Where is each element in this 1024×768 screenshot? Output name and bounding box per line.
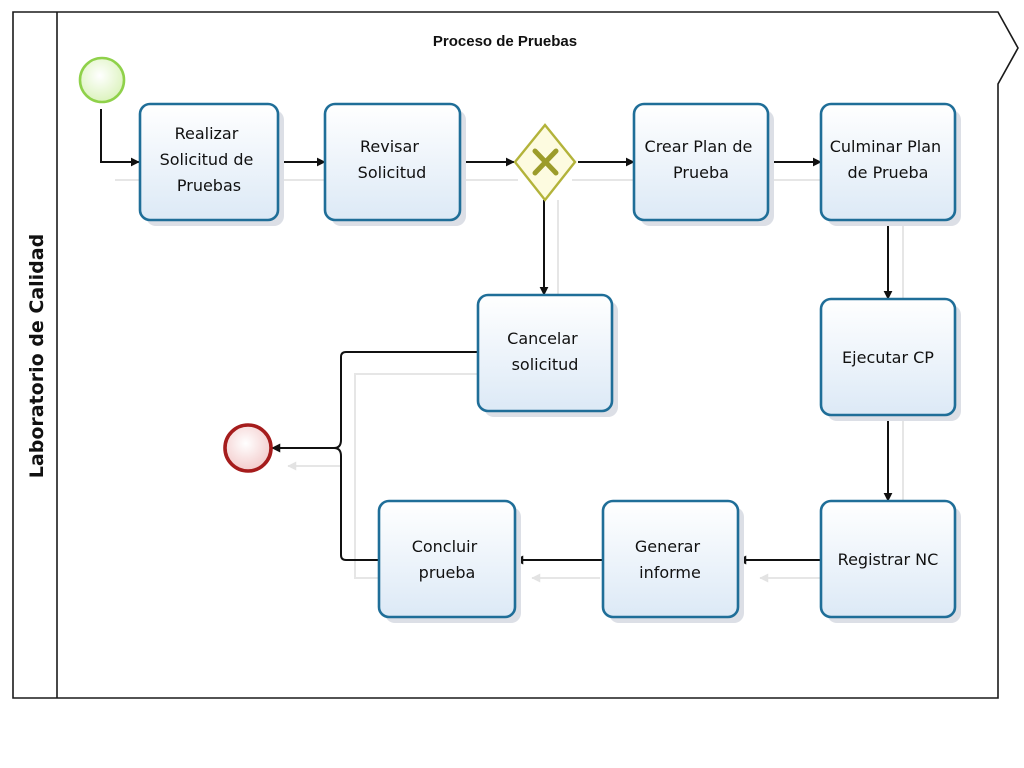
task-label-line: Revisar — [360, 137, 419, 156]
task-label-line: Crear Plan de — [645, 137, 753, 156]
task-registrar-nc[interactable]: Registrar NC — [819, 499, 961, 623]
task-realizar-solicitud[interactable]: Realizar Solicitud de Pruebas — [138, 102, 284, 226]
task-label-line: Registrar NC — [838, 550, 939, 569]
task-label-line: Generar — [635, 537, 701, 556]
task-revisar-solicitud[interactable]: Revisar Solicitud — [323, 102, 466, 226]
task-label-line: Cancelar — [507, 329, 578, 348]
svg-text:Cancelar solicitud: Cancelar solicitud — [507, 329, 583, 374]
svg-text:Concluir prueba: Concluir prueba — [412, 537, 483, 582]
svg-text:Registrar NC: Registrar NC — [838, 550, 939, 569]
exclusive-gateway[interactable] — [513, 123, 577, 202]
diagram-title: Proceso de Pruebas — [433, 33, 577, 50]
svg-text:Generar informe: Generar informe — [635, 537, 705, 582]
task-label-line: solicitud — [512, 355, 579, 374]
task-ejecutar-cp[interactable]: Ejecutar CP — [819, 297, 961, 421]
start-event[interactable] — [78, 56, 126, 104]
task-label-line: Culminar Plan — [830, 137, 941, 156]
task-label-line: Pruebas — [177, 176, 241, 195]
task-crear-plan-de-prueba[interactable]: Crear Plan de Prueba — [632, 102, 774, 226]
flow-start-to-realizar — [100, 109, 140, 167]
flow-concluir-to-end — [333, 447, 379, 561]
task-label-line: Solicitud — [358, 163, 427, 182]
task-label-line: Concluir — [412, 537, 478, 556]
end-event[interactable] — [223, 423, 273, 473]
task-label-line: informe — [639, 563, 701, 582]
task-culminar-plan-de-prueba[interactable]: Culminar Plan de Prueba — [819, 102, 961, 226]
task-label-line: Ejecutar CP — [842, 348, 934, 367]
task-concluir-prueba[interactable]: Concluir prueba — [377, 499, 521, 623]
x-icon — [532, 148, 559, 176]
lane-label: Laboratorio de Calidad — [26, 234, 48, 478]
sequence-flows — [100, 109, 893, 565]
svg-text:Culminar Plan de Prueba: Culminar Plan de Prueba — [830, 137, 947, 182]
ghost-flows — [115, 179, 904, 583]
svg-text:Crear Plan de Prueba: Crear Plan de Prueba — [645, 137, 758, 182]
task-label-line: prueba — [419, 563, 476, 582]
task-label-line: Prueba — [673, 163, 729, 182]
task-generar-informe[interactable]: Generar informe — [601, 499, 744, 623]
svg-text:Ejecutar CP: Ejecutar CP — [842, 348, 934, 367]
task-cancelar-solicitud[interactable]: Cancelar solicitud — [476, 293, 618, 417]
svg-text:Realizar Solicitud de: Realizar Solicitud de Pruebas — [160, 124, 259, 195]
task-label-line: Solicitud de — [160, 150, 254, 169]
task-label-line: de Prueba — [848, 163, 929, 182]
task-label-line: Realizar — [175, 124, 239, 143]
svg-text:Revisar Solicitud: Revisar Solicitud — [358, 137, 427, 182]
